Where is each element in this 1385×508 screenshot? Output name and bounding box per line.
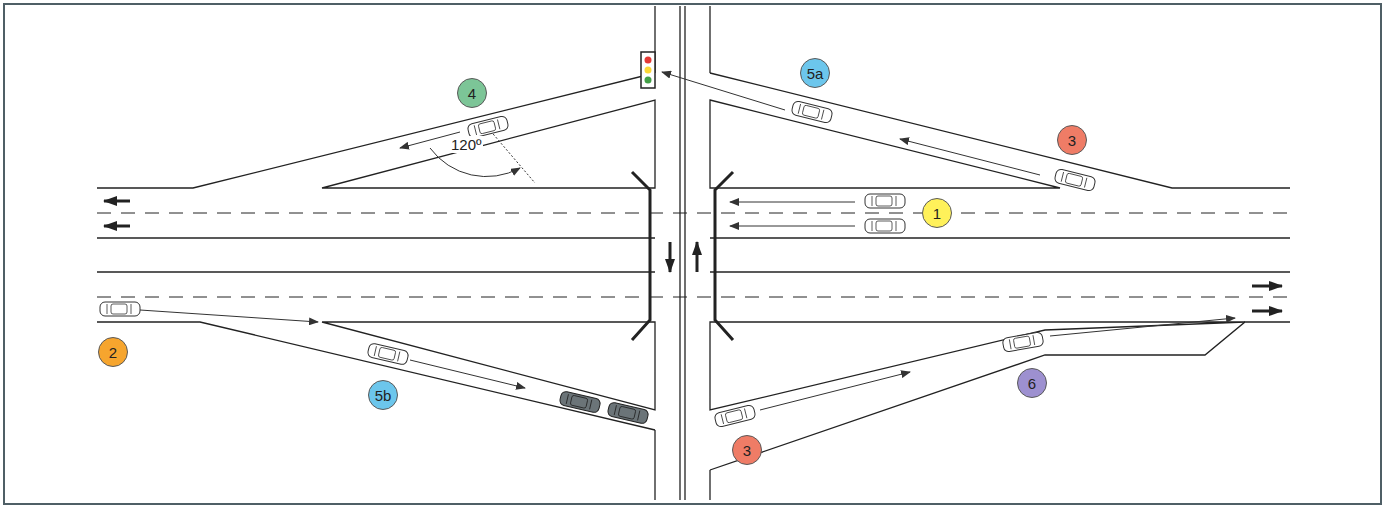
callout-circle: 3 xyxy=(1057,125,1087,155)
callout-number: 4 xyxy=(468,86,476,101)
callout-circle: 6 xyxy=(1017,368,1047,398)
angle-label: 120º xyxy=(450,136,483,153)
callout-circle: 2 xyxy=(98,337,128,367)
callout-circle: 5b xyxy=(368,380,398,410)
callout-circle: 5a xyxy=(800,58,830,88)
callout-number: 3 xyxy=(1068,133,1076,148)
callout-circle: 1 xyxy=(922,198,952,228)
callout-circle: 4 xyxy=(457,78,487,108)
callout-number: 5b xyxy=(375,388,392,403)
callout-number: 1 xyxy=(933,206,941,221)
callout-number: 5a xyxy=(807,66,824,81)
callout-number: 2 xyxy=(109,345,117,360)
callout-circle: 3 xyxy=(732,435,762,465)
callout-number: 6 xyxy=(1028,376,1036,391)
callout-number: 3 xyxy=(743,443,751,458)
